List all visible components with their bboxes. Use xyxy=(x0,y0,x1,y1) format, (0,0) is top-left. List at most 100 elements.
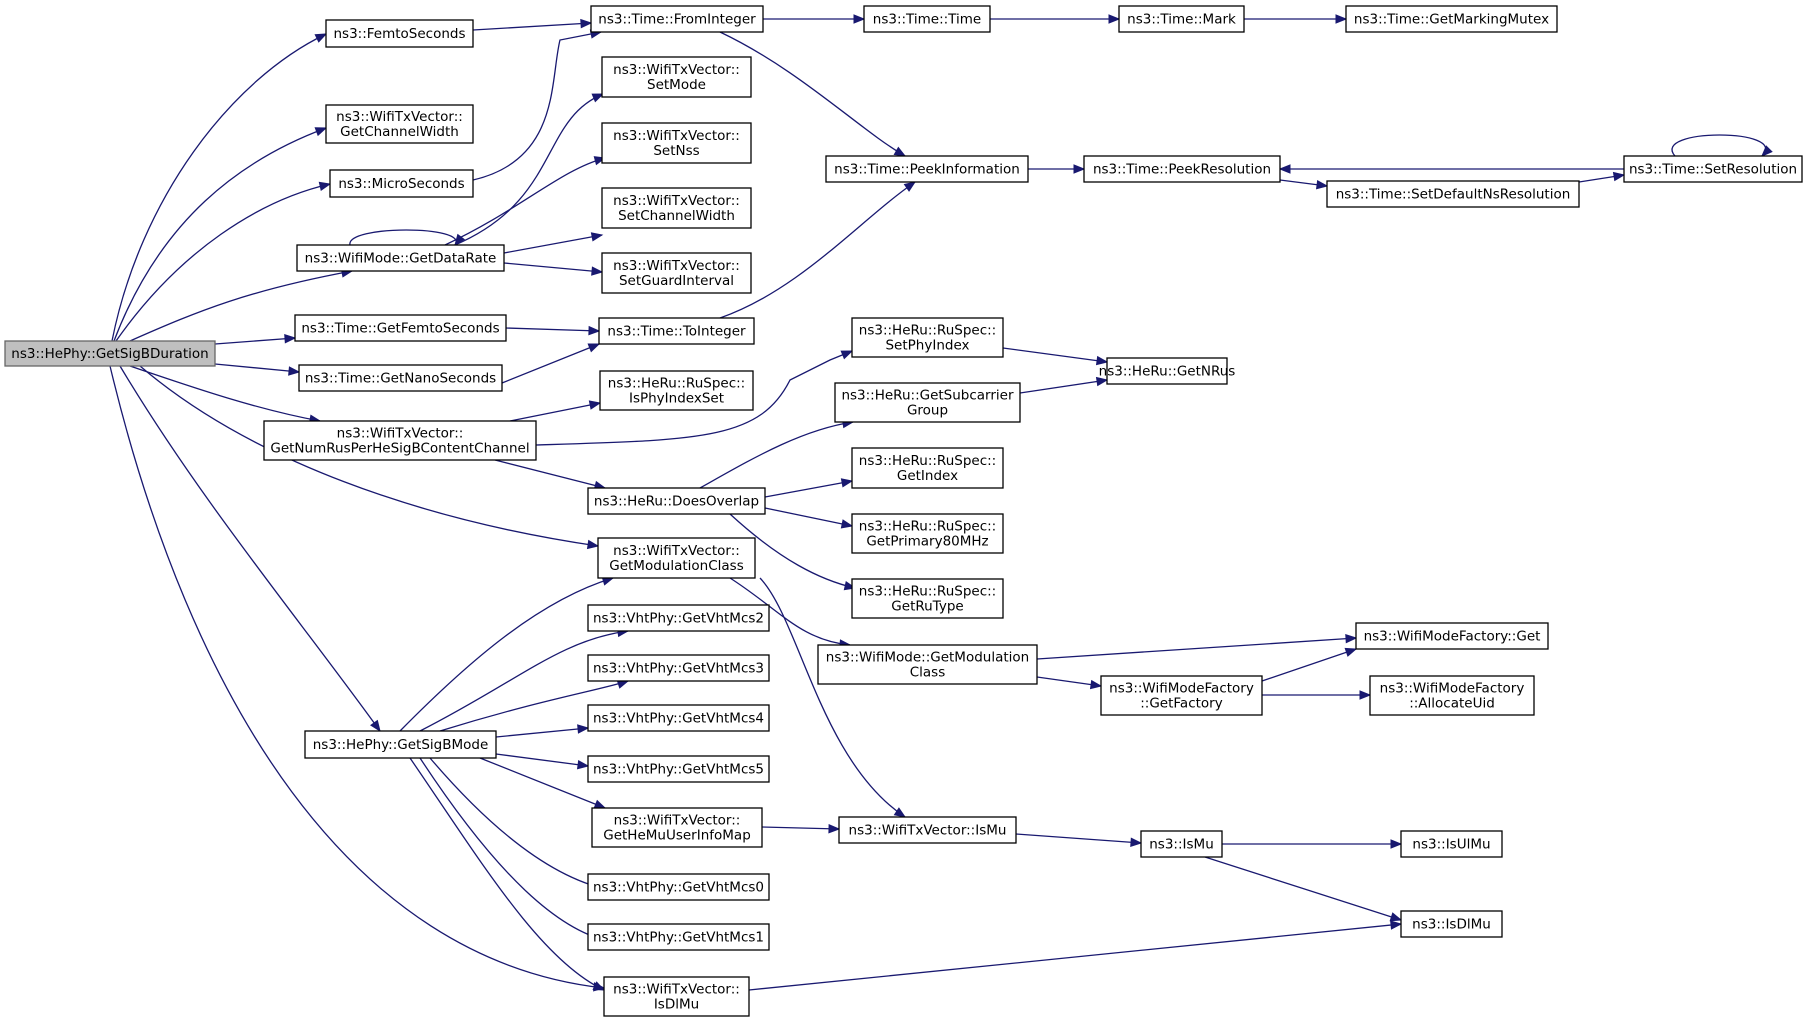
graph-node-n8[interactable]: ns3::HePhy::GetSigBMode xyxy=(304,730,497,759)
node-label: ns3::HeRu::RuSpec:: xyxy=(608,376,745,392)
graph-node-n6[interactable]: ns3::Time::GetNanoSeconds xyxy=(298,364,503,392)
graph-node-n24[interactable]: ns3::VhtPhy::GetVhtMcs1 xyxy=(587,923,770,951)
edge-n8-n17 xyxy=(399,576,615,732)
graph-node-n23[interactable]: ns3::VhtPhy::GetVhtMcs0 xyxy=(587,873,770,901)
graph-node-n22[interactable]: ns3::WifiTxVector::GetHeMuUserInfoMap xyxy=(591,807,763,848)
edge-n8-n21 xyxy=(495,753,590,770)
graph-node-n32[interactable]: ns3::HeRu::RuSpec::GetRuType xyxy=(851,578,1004,619)
node-box xyxy=(298,364,503,392)
graph-node-n2[interactable]: ns3::WifiTxVector::GetChannelWidth xyxy=(325,104,474,144)
node-box xyxy=(1345,5,1558,33)
edge-n8-n25 xyxy=(409,757,606,991)
node-box xyxy=(325,19,474,48)
node-label: SetMode xyxy=(647,77,706,93)
graph-node-n34[interactable]: ns3::WifiTxVector::IsMu xyxy=(838,816,1017,844)
edge-n1-n9 xyxy=(472,18,593,31)
edge-n4-n13 xyxy=(503,262,604,276)
node-box xyxy=(1083,155,1281,183)
node-box xyxy=(851,578,1004,619)
node-box xyxy=(1326,180,1580,208)
node-label: SetPhyIndex xyxy=(885,338,969,354)
graph-node-n28[interactable]: ns3::HeRu::RuSpec::SetPhyIndex xyxy=(851,317,1004,358)
node-label: ns3::WifiMode::GetModulation xyxy=(826,650,1029,666)
graph-node-n9[interactable]: ns3::Time::FromInteger xyxy=(590,5,764,33)
graph-node-n37[interactable]: ns3::HeRu::GetNRus xyxy=(1099,357,1236,385)
node-label: ns3::HeRu::RuSpec:: xyxy=(859,453,996,469)
graph-node-n1[interactable]: ns3::FemtoSeconds xyxy=(325,19,474,48)
graph-node-n20[interactable]: ns3::VhtPhy::GetVhtMcs4 xyxy=(587,704,770,732)
node-box xyxy=(597,537,756,579)
node-box xyxy=(817,644,1038,685)
graph-node-n46[interactable]: ns3::IsDlMu xyxy=(1400,910,1503,938)
graph-node-n7[interactable]: ns3::WifiTxVector::GetNumRusPerHeSigBCon… xyxy=(263,420,537,461)
node-label: Class xyxy=(910,665,946,681)
node-label: ns3::Time::PeekResolution xyxy=(1093,162,1271,178)
graph-node-n16[interactable]: ns3::HeRu::DoesOverlap xyxy=(587,487,766,515)
node-box xyxy=(294,314,507,342)
graph-node-n5[interactable]: ns3::Time::GetFemtoSeconds xyxy=(294,314,507,342)
graph-node-n12[interactable]: ns3::WifiTxVector::SetChannelWidth xyxy=(601,187,752,229)
node-label: ns3::Time::PeekInformation xyxy=(834,162,1020,178)
graph-node-n14[interactable]: ns3::Time::ToInteger xyxy=(598,317,755,345)
node-label: ns3::MicroSeconds xyxy=(338,176,464,192)
graph-node-n40[interactable]: ns3::IsMu xyxy=(1140,830,1223,858)
node-box xyxy=(599,370,754,411)
graph-node-n33[interactable]: ns3::WifiMode::GetModulationClass xyxy=(817,644,1038,685)
graph-node-n10[interactable]: ns3::WifiTxVector::SetMode xyxy=(601,56,752,98)
edge-n16-n29 xyxy=(699,418,855,489)
node-label: ns3::IsDlMu xyxy=(1412,917,1491,933)
graph-node-n30[interactable]: ns3::HeRu::RuSpec::GetIndex xyxy=(851,447,1004,489)
graph-node-n39[interactable]: ns3::WifiModeFactory::GetFactory xyxy=(1100,675,1263,716)
node-label: ns3::WifiModeFactory xyxy=(1380,681,1525,697)
graph-node-n26[interactable]: ns3::Time::Time xyxy=(863,5,991,33)
graph-node-n45[interactable]: ns3::IsUlMu xyxy=(1400,830,1503,858)
edge-n17-n34 xyxy=(759,577,907,818)
edge-n9-n27 xyxy=(719,31,907,157)
graph-node-n15[interactable]: ns3::HeRu::RuSpec::IsPhyIndexSet xyxy=(599,370,754,411)
graph-node-n42[interactable]: ns3::Time::SetDefaultNsResolution xyxy=(1326,180,1580,208)
graph-node-n31[interactable]: ns3::HeRu::RuSpec::GetPrimary80MHz xyxy=(851,513,1004,554)
graph-node-n38[interactable]: ns3::WifiModeFactory::Get xyxy=(1355,622,1549,650)
node-box xyxy=(851,317,1004,358)
edge-n8-n23 xyxy=(429,757,612,893)
graph-node-n18[interactable]: ns3::VhtPhy::GetVhtMcs2 xyxy=(587,604,770,632)
node-box xyxy=(587,755,770,783)
node-label: IsDlMu xyxy=(654,997,699,1013)
graph-node-n11[interactable]: ns3::WifiTxVector::SetNss xyxy=(601,122,752,164)
graph-node-n0[interactable]: ns3::HePhy::GetSigBDuration xyxy=(4,340,216,367)
edge-n28-n37 xyxy=(1002,347,1109,366)
graph-node-n21[interactable]: ns3::VhtPhy::GetVhtMcs5 xyxy=(587,755,770,783)
node-label: IsPhyIndexSet xyxy=(629,391,724,407)
graph-node-n19[interactable]: ns3::VhtPhy::GetVhtMcs3 xyxy=(587,654,770,682)
node-label: ns3::HeRu::RuSpec:: xyxy=(859,584,996,600)
node-label: ns3::VhtPhy::GetVhtMcs2 xyxy=(593,611,764,627)
node-box xyxy=(587,923,770,951)
graph-node-n3[interactable]: ns3::MicroSeconds xyxy=(329,169,474,198)
edge-n0-n8 xyxy=(119,365,381,733)
graph-node-n27[interactable]: ns3::Time::PeekInformation xyxy=(825,155,1029,183)
node-label: ns3::VhtPhy::GetVhtMcs1 xyxy=(593,930,764,946)
node-label: SetGuardInterval xyxy=(619,273,734,289)
node-label: ns3::WifiTxVector:: xyxy=(613,543,740,559)
graph-node-n36[interactable]: ns3::Time::PeekResolution xyxy=(1083,155,1281,183)
node-box xyxy=(1106,357,1228,385)
node-label: ns3::VhtPhy::GetVhtMcs0 xyxy=(593,880,764,896)
node-label: GetPrimary80MHz xyxy=(866,534,988,550)
graph-node-n13[interactable]: ns3::WifiTxVector::SetGuardInterval xyxy=(601,252,752,294)
graph-node-n17[interactable]: ns3::WifiTxVector::GetModulationClass xyxy=(597,537,756,579)
node-box xyxy=(1369,675,1535,716)
node-label: ns3::WifiModeFactory xyxy=(1109,681,1254,697)
graph-node-n35[interactable]: ns3::Time::Mark xyxy=(1118,5,1245,33)
node-box xyxy=(263,420,537,461)
node-box xyxy=(603,976,750,1017)
graph-node-n25[interactable]: ns3::WifiTxVector::IsDlMu xyxy=(603,976,750,1017)
node-label: ns3::HePhy::GetSigBMode xyxy=(313,737,489,753)
node-label: ns3::VhtPhy::GetVhtMcs5 xyxy=(593,762,764,778)
graph-node-n43[interactable]: ns3::Time::SetResolution xyxy=(1623,155,1803,183)
graph-node-n44[interactable]: ns3::WifiModeFactory::AllocateUid xyxy=(1369,675,1535,716)
graph-node-n41[interactable]: ns3::Time::GetMarkingMutex xyxy=(1345,5,1558,33)
graph-node-n4[interactable]: ns3::WifiMode::GetDataRate xyxy=(296,244,505,272)
edge-n16-n31 xyxy=(764,507,854,529)
